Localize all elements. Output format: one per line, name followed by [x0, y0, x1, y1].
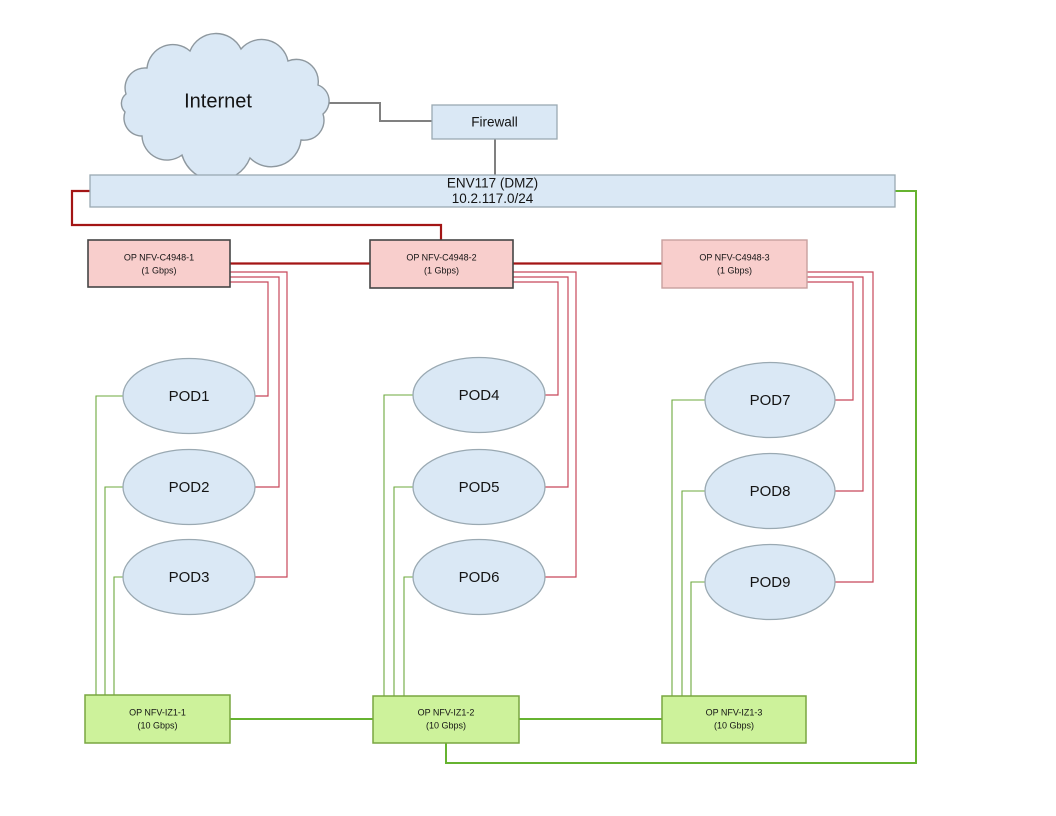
pod-6-label: POD6 [459, 569, 500, 586]
firewall-label: Firewall [471, 115, 518, 130]
pod-8-label: POD8 [750, 483, 791, 500]
link-dmz-access-switch-2 [70, 189, 443, 240]
link-access3-pod9 [807, 271, 874, 583]
firewall-node: Firewall [431, 104, 558, 140]
pod-6-shape [412, 538, 546, 616]
core-switch-1-box [84, 694, 231, 744]
core-switch-1-label: OP NFV-IZ1-1 [129, 707, 186, 717]
core-switch-3: OP NFV-IZ1-3 (10 Gbps) [661, 695, 807, 744]
pod-5-label: POD5 [459, 479, 500, 496]
pod-6: POD6 [412, 538, 546, 616]
core-switch-3-box [661, 695, 807, 744]
pod-5-shape [412, 448, 546, 526]
cloud-icon [120, 32, 330, 182]
connectors [70, 102, 917, 764]
pod-2: POD2 [122, 448, 256, 526]
core-switch-3-label: OP NFV-IZ1-3 [706, 707, 763, 717]
pod-7-label: POD7 [750, 392, 791, 409]
link-core1-pod3 [113, 576, 123, 695]
pod-4-label: POD4 [459, 387, 500, 404]
firewall-box [431, 104, 558, 140]
pod-7-shape [704, 361, 836, 439]
link-core1-pod2 [104, 486, 123, 695]
access-switch-3-speed: (1 Gbps) [717, 265, 752, 275]
link-core3-pod9 [690, 581, 705, 696]
link-internet-firewall [325, 102, 432, 122]
pod-8-shape [704, 452, 836, 530]
pod-7: POD7 [704, 361, 836, 439]
access-switch-1-label: OP NFV-C4948-1 [124, 252, 194, 262]
link-access1-pod1 [230, 281, 269, 397]
access-switch-1: OP NFV-C4948-1 (1 Gbps) [87, 239, 231, 288]
pod-2-label: POD2 [169, 479, 210, 496]
core-switch-2: OP NFV-IZ1-2 (10 Gbps) [372, 695, 520, 744]
dmz-subnet-label: 10.2.117.0/24 [452, 191, 534, 206]
access-switch-3-label: OP NFV-C4948-3 [699, 252, 769, 262]
link-dmz-core2 [445, 190, 917, 764]
core-switch-1: OP NFV-IZ1-1 (10 Gbps) [84, 694, 231, 744]
link-access3-pod8 [807, 276, 864, 492]
dmz-label: ENV117 (DMZ) [447, 176, 538, 191]
pod-9-label: POD9 [750, 574, 791, 591]
dmz-bar [89, 174, 896, 208]
access-switch-2: OP NFV-C4948-2 (1 Gbps) [369, 239, 514, 289]
dmz-segment-node: ENV117 (DMZ) 10.2.117.0/24 [89, 174, 896, 208]
core-switch-2-box [372, 695, 520, 744]
access-switch-2-speed: (1 Gbps) [424, 265, 459, 275]
link-core3-pod7 [671, 399, 705, 696]
access-switch-2-box [369, 239, 514, 289]
internet-label: Internet [184, 90, 252, 112]
link-core2-pod4 [383, 394, 413, 696]
pod-4-shape [412, 356, 546, 434]
pod-3-shape [122, 538, 256, 616]
pod-3: POD3 [122, 538, 256, 616]
access-switch-3-box [661, 239, 808, 289]
core-switch-2-speed: (10 Gbps) [426, 720, 466, 730]
link-access2-pod5 [513, 276, 569, 488]
pod-1: POD1 [122, 357, 256, 435]
pod-9: POD9 [704, 543, 836, 621]
pod-2-shape [122, 448, 256, 526]
pod-9-shape [704, 543, 836, 621]
pod-5: POD5 [412, 448, 546, 526]
link-core2-pod5 [393, 486, 413, 696]
access-switch-2-label: OP NFV-C4948-2 [406, 252, 476, 262]
pod-3-label: POD3 [169, 569, 210, 586]
link-access3-pod7 [807, 281, 854, 401]
pod-1-shape [122, 357, 256, 435]
access-switch-3: OP NFV-C4948-3 (1 Gbps) [661, 239, 808, 289]
access-switch-1-box [87, 239, 231, 288]
core-switch-3-speed: (10 Gbps) [714, 720, 754, 730]
link-core1-pod1 [95, 395, 123, 695]
pod-1-label: POD1 [169, 388, 210, 405]
link-core3-pod8 [681, 490, 705, 696]
access-switch-1-speed: (1 Gbps) [141, 265, 176, 275]
core-switch-1-speed: (10 Gbps) [137, 720, 177, 730]
pod-4: POD4 [412, 356, 546, 434]
link-access1-pod2 [230, 276, 280, 488]
link-access2-pod6 [513, 271, 577, 578]
core-switch-2-label: OP NFV-IZ1-2 [418, 707, 475, 717]
internet-cloud-node: Internet [120, 32, 330, 182]
link-access1-pod3 [230, 271, 288, 578]
link-access2-pod4 [513, 281, 559, 396]
pod-8: POD8 [704, 452, 836, 530]
link-core2-pod6 [403, 576, 413, 696]
